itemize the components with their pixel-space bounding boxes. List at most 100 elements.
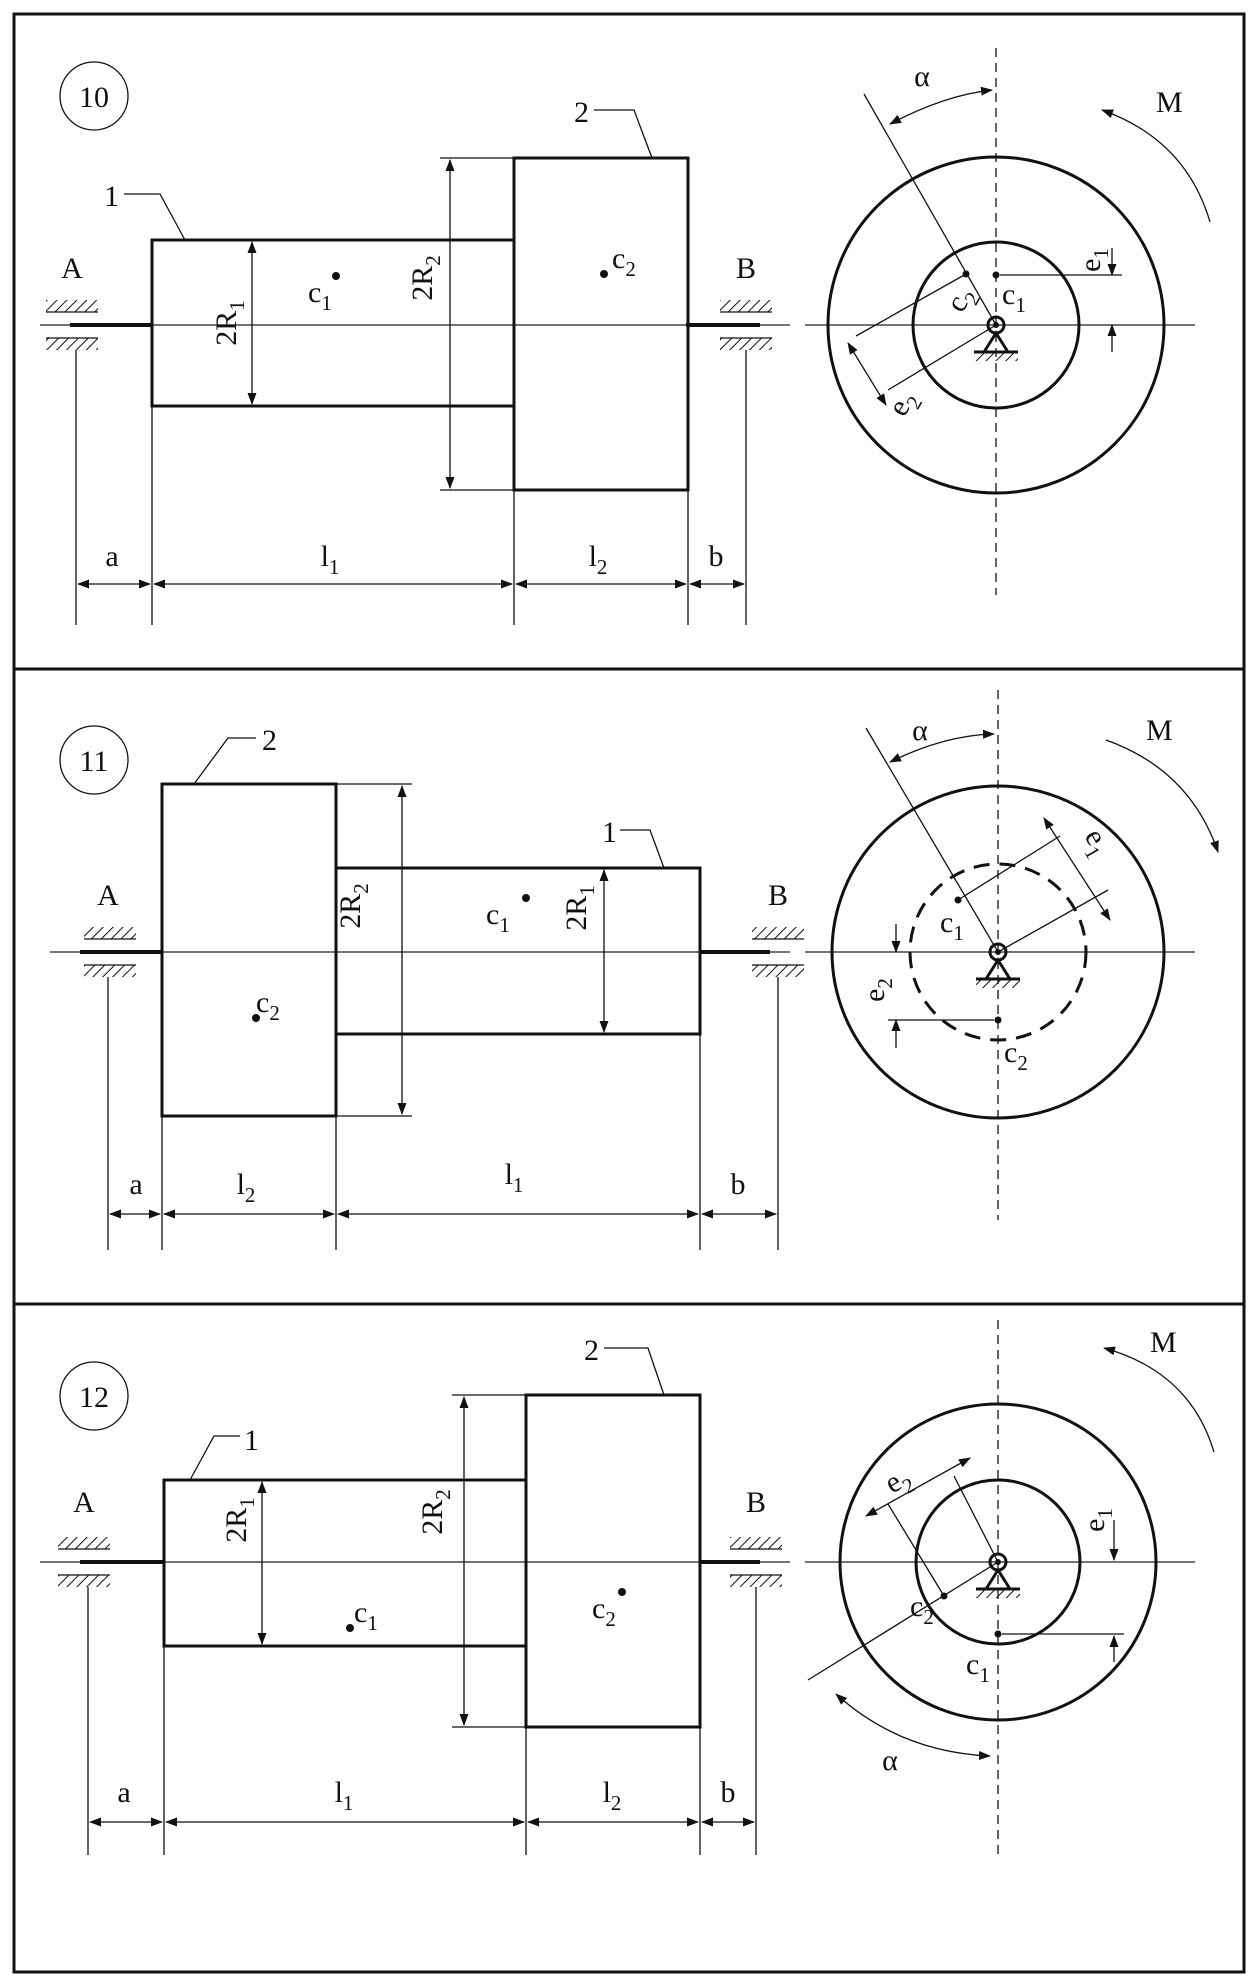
part-2-label: 2: [584, 1334, 599, 1367]
alpha-label: α: [882, 1744, 898, 1777]
inner-disk-circle: [914, 1478, 1082, 1646]
part-1-label: 1: [244, 1424, 259, 1457]
part-1-leader: [189, 1435, 240, 1481]
c2-point: [600, 270, 608, 278]
support-a-label: A: [73, 1486, 95, 1519]
r2-label: 2R2: [406, 255, 445, 301]
end-view-c1-point: [992, 271, 1000, 279]
end-view-c2-label: c2: [939, 280, 985, 320]
support-b-label: B: [746, 1486, 766, 1519]
bearing-a-icon: [58, 1537, 110, 1587]
panel-number: 10: [79, 81, 109, 114]
dim-b-label: b: [709, 540, 724, 573]
dim-a-label: a: [129, 1168, 142, 1201]
cylinder-1: [162, 1478, 528, 1648]
dim-l2-label: l2: [589, 540, 608, 579]
alpha-arc: [889, 86, 993, 125]
support-b-label: B: [768, 879, 788, 912]
bearing-a-icon: [46, 300, 98, 350]
moment-arc: [1103, 1346, 1215, 1453]
outer-disk-circle: [838, 1402, 1158, 1722]
e2-ext-line-2: [887, 324, 997, 391]
alpha-label: α: [914, 60, 930, 93]
dim-l1-label: l1: [335, 1776, 354, 1815]
c2-point: [618, 1588, 626, 1596]
moment-label: M: [1146, 714, 1173, 747]
dim-l1-label: l1: [505, 1158, 524, 1197]
inner-disk-circle: [911, 240, 1081, 410]
inner-dashed-circle: [908, 862, 1088, 1042]
dim-b-label: b: [721, 1776, 736, 1809]
moment-arc: [1105, 739, 1219, 853]
e2-ext-line-1: [855, 273, 967, 337]
alpha-label: α: [912, 714, 928, 747]
part-2-label: 2: [574, 96, 589, 129]
part-2-leader: [594, 109, 653, 159]
cylinder-2: [160, 782, 338, 1118]
support-a-label: A: [97, 879, 119, 912]
part-1-label: 1: [104, 180, 119, 213]
e1-label: e1: [1074, 248, 1113, 272]
panel-number: 12: [79, 1381, 109, 1414]
dim-l2-label: l2: [603, 1776, 622, 1815]
moment-label: M: [1150, 1326, 1177, 1359]
part-1-label: 1: [602, 816, 617, 849]
end-view-c1-point: [994, 1630, 1002, 1638]
end-view-c1-label: c1: [940, 906, 964, 945]
c1-point: [522, 894, 530, 902]
end-view-c1-label: c1: [966, 1648, 990, 1687]
part-1-leader: [620, 829, 665, 869]
outer-disk-circle: [830, 784, 1166, 1120]
r1-label: 2R1: [220, 1497, 259, 1543]
alpha-ray: [807, 1561, 999, 1681]
cylinder-2: [524, 1393, 702, 1729]
c2-label: c2: [256, 986, 280, 1025]
end-view-c2-label: c2: [1004, 1036, 1028, 1075]
end-view-c2-label: c2: [910, 1590, 934, 1629]
end-view-c1-label: c1: [1002, 278, 1026, 317]
e2-ext-line-1: [887, 1503, 945, 1597]
dim-b-label: b: [731, 1168, 746, 1201]
panel-12: 12 A B 1 2 2R1 2R2 c1: [40, 1320, 1215, 1860]
r1-label: 2R1: [210, 300, 249, 346]
alpha-ray: [865, 727, 999, 953]
e1-ext-line-2: [997, 889, 1109, 953]
alpha-arc: [835, 1693, 991, 1761]
bearing-b-icon: [752, 927, 804, 977]
c1-point: [332, 272, 340, 280]
dim-l2-label: l2: [237, 1168, 256, 1207]
end-view-c2-point: [994, 1016, 1002, 1024]
e1-label: e1: [1078, 1508, 1117, 1532]
e1-dim-line: [1043, 817, 1111, 921]
e2-dim-line: [847, 342, 887, 406]
cylinder-1: [334, 866, 702, 1036]
dim-a-label: a: [105, 540, 118, 573]
moment-arc: [1101, 109, 1211, 223]
c1-point: [346, 1624, 354, 1632]
c1-label: c1: [354, 1596, 378, 1635]
part-2-label: 2: [262, 724, 277, 757]
part-1-leader: [124, 193, 186, 241]
part-2-leader: [193, 737, 256, 785]
panel-10: 10 A B 1 2 2R1: [40, 48, 1211, 625]
alpha-arc: [889, 729, 995, 763]
panel-number-circle: [59, 725, 129, 795]
cylinder-2: [512, 156, 690, 492]
c1-label: c1: [308, 276, 332, 315]
e2-ext-line-2: [953, 1475, 999, 1563]
r2-label: 2R2: [416, 1489, 455, 1535]
e2-label: e2: [858, 978, 897, 1002]
outer-disk-circle: [826, 155, 1166, 495]
panel-11: 11 A B 2 1 2R2 2R1 c1: [50, 690, 1219, 1250]
panel-number: 11: [80, 745, 109, 778]
c2-point: [252, 1014, 260, 1022]
panel-number-circle: [59, 1361, 129, 1431]
c2-label: c2: [612, 242, 636, 281]
panel-number-circle: [59, 61, 129, 131]
support-b-label: B: [736, 252, 756, 285]
cylinder-1: [150, 238, 516, 408]
r1-label: 2R1: [560, 885, 599, 931]
dim-l1-label: l1: [321, 540, 340, 579]
pivot-support-icon: [976, 1552, 1020, 1598]
